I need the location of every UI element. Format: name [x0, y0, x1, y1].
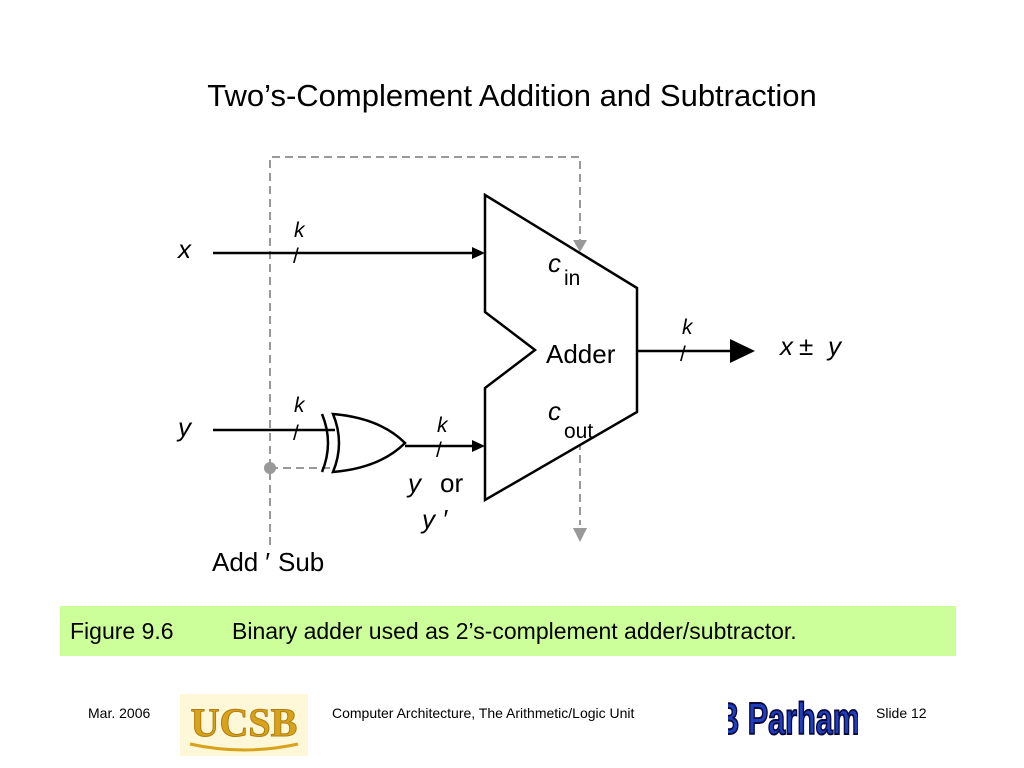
control-prime-label: ′ — [264, 547, 270, 577]
author-logo: B Parhami — [728, 695, 858, 745]
cin-arrowhead — [573, 240, 587, 252]
x-input-arrowhead — [472, 247, 485, 259]
control-sub-label: Sub — [278, 547, 324, 577]
ucsb-logo: UCSB — [180, 694, 308, 756]
mid-bus-width-label: k — [437, 414, 449, 437]
cout-label: c — [548, 396, 561, 426]
mid-yprime-label: y ′ — [420, 504, 448, 534]
dashed-control-lines — [269, 156, 581, 545]
cout-subscript: out — [564, 420, 593, 443]
output-pm-label: ± — [799, 331, 813, 361]
adder-label: Adder — [546, 339, 616, 369]
out-bus-width-label: k — [682, 316, 694, 339]
mid-y-label: y — [406, 468, 423, 498]
x-bus-width-label: k — [294, 219, 306, 242]
x-bus-slash: / — [293, 245, 299, 268]
input-y-label: y — [176, 412, 193, 442]
control-add-label: Add — [212, 547, 258, 577]
slide-title: Two’s-Complement Addition and Subtractio… — [207, 78, 817, 113]
footer-slide-number: Slide 12 — [876, 705, 927, 721]
caption-box — [60, 606, 956, 656]
xor-gate — [320, 412, 407, 474]
footer-course-title: Computer Architecture, The Arithmetic/Lo… — [332, 705, 635, 721]
svg-text:UCSB: UCSB — [191, 700, 298, 745]
footer-date: Mar. 2006 — [88, 705, 151, 721]
mid-bus-slash: / — [436, 439, 442, 462]
caption-text: Binary adder used as 2’s-complement adde… — [232, 618, 797, 644]
svg-text:B Parhami: B Parhami — [728, 696, 858, 745]
cin-subscript: in — [564, 267, 580, 290]
y-bus-slash: / — [293, 422, 299, 445]
adder-subtractor-diagram: x y k / k / k / k / c in Adder c out x ±… — [176, 156, 843, 577]
output-y-label: y — [826, 331, 843, 361]
cout-arrowhead — [573, 528, 587, 542]
mid-or-label: or — [440, 468, 463, 498]
xor-output-arrowhead — [472, 440, 485, 452]
out-bus-slash: / — [680, 343, 686, 366]
control-junction-dot — [264, 462, 276, 474]
adder-block — [483, 192, 639, 503]
caption-figure-number: Figure 9.6 — [70, 618, 174, 644]
input-x-label: x — [176, 234, 192, 264]
output-x-label: x — [778, 331, 794, 361]
output-arrowhead — [730, 339, 755, 363]
cin-label: c — [548, 248, 561, 278]
y-bus-width-label: k — [294, 394, 306, 417]
